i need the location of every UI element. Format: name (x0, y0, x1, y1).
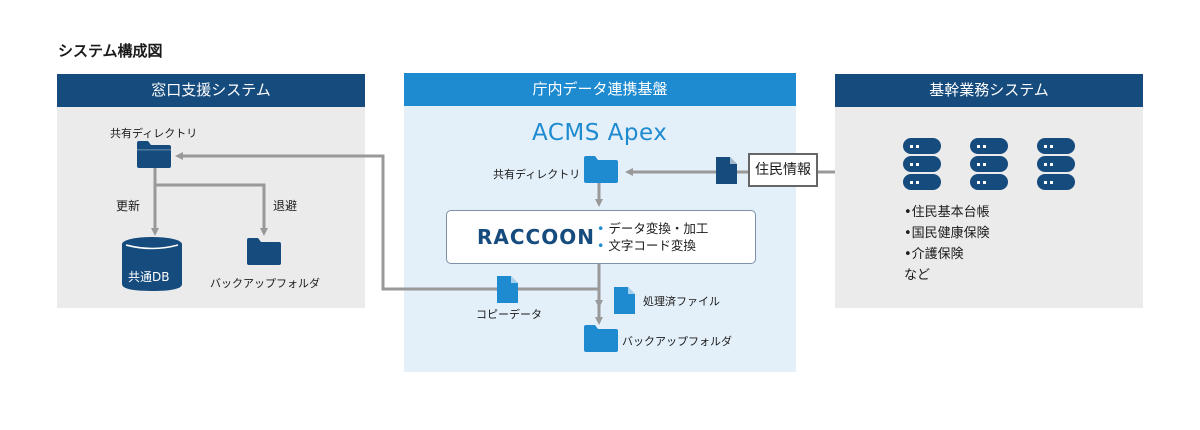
raccoon-feature-item: • データ変換・加工 (597, 221, 709, 236)
server-icon (970, 138, 1008, 190)
folder-icon (584, 156, 618, 183)
arrow-copy-to-left (175, 152, 600, 291)
left-shared-dir-label: 共有ディレクトリ (110, 127, 198, 140)
raccoon-feature-item: • 文字コード変換 (597, 238, 696, 253)
panel-madoguchi-header: 窓口支援システム (57, 74, 365, 107)
mid-backup-folder-label: バックアップフォルダ (622, 335, 732, 348)
folder-icon (137, 141, 171, 168)
raccoon-features: • データ変換・加工 • 文字コード変換 (597, 220, 708, 254)
diagram-title: システム構成図 (58, 42, 163, 60)
raccoon-box: RACCOON • データ変換・加工 • 文字コード変換 (446, 210, 756, 264)
document-icon (716, 157, 737, 184)
kikan-list-item: •国民健康保険 (904, 226, 990, 241)
document-icon (497, 276, 518, 303)
kikan-list-etc: など (904, 268, 931, 283)
panel-kikan: 基幹業務システム (835, 74, 1143, 308)
server-icon (1037, 138, 1075, 190)
mid-shared-dir-label: 共有ディレクトリ (493, 168, 581, 181)
raccoon-logo: RACCOON (477, 225, 595, 249)
left-backup-folder-label: バックアップフォルダ (210, 277, 320, 290)
db-label: 共通DB (128, 270, 170, 284)
copy-data-label: コピーデータ (476, 308, 542, 321)
panel-data-platform-header: 庁内データ連携基盤 (404, 73, 796, 106)
update-label: 更新 (116, 199, 141, 213)
processed-file-label: 処理済ファイル (643, 295, 720, 308)
arrow-evacuate (155, 183, 268, 236)
server-icon (903, 138, 941, 190)
database-icon (122, 237, 182, 291)
panel-madoguchi: 窓口支援システム (57, 74, 365, 308)
panel-kikan-header: 基幹業務システム (835, 74, 1143, 107)
folder-icon (584, 325, 618, 352)
acms-apex-logo: ACMS Apex (532, 120, 668, 146)
kikan-system-list: •住民基本台帳 •国民健康保険 •介護保険 など (904, 202, 990, 286)
folder-icon (247, 238, 281, 265)
document-icon (614, 287, 635, 314)
kikan-list-item: •住民基本台帳 (904, 205, 990, 220)
resident-info-box: 住民情報 (748, 153, 818, 187)
evacuate-label: 退避 (273, 199, 298, 213)
kikan-list-item: •介護保険 (904, 247, 964, 262)
